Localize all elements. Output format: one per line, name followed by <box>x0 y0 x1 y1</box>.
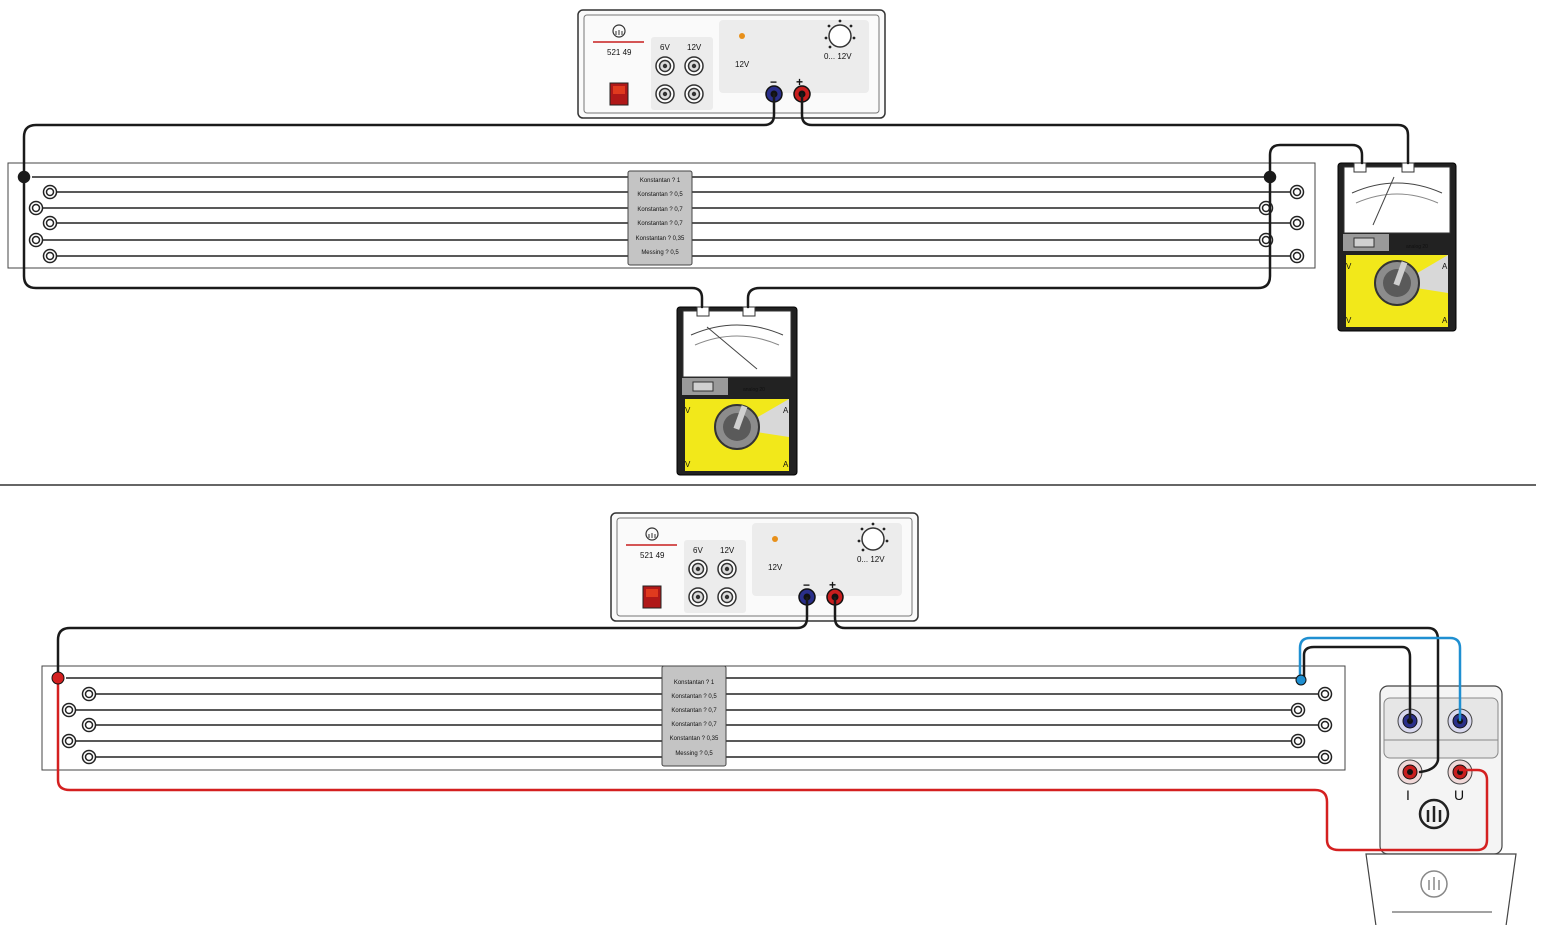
power-supply-model: 521 49 <box>640 551 665 560</box>
current-label: I <box>1406 787 1410 803</box>
meter-brand: analog 20 <box>743 387 765 393</box>
v-label: V <box>685 460 691 469</box>
power-led <box>772 536 778 542</box>
voltage-knob[interactable] <box>824 19 856 49</box>
wire-label-box: Konstantan ? 1 Konstantan ? 0,5 Konstant… <box>661 665 727 767</box>
power-led <box>739 33 745 39</box>
ammeter: analog 20 V V A A <box>676 306 798 476</box>
minus-label: − <box>803 578 810 592</box>
a-label: A <box>1442 262 1448 271</box>
sensor-input-red-right[interactable] <box>1447 759 1473 785</box>
wire-label: Konstantan ? 0,35 <box>670 736 719 742</box>
ac-6v-label: 6V <box>660 43 670 52</box>
wire-label: Konstantan ? 0,7 <box>671 708 717 714</box>
knob-range-label: 0... 12V <box>857 555 885 564</box>
wire-label: Konstantan ? 0,7 <box>671 722 717 728</box>
knob-range-label: 0... 12V <box>824 52 852 61</box>
sensor-box: I U <box>1365 685 1517 925</box>
cables-bottom <box>51 596 1489 852</box>
ld-logo-icon <box>1418 798 1450 830</box>
voltage-knob[interactable] <box>857 522 889 552</box>
a-label: A <box>1442 316 1448 325</box>
ac-12v-socket[interactable] <box>684 56 704 76</box>
wire-label: Konstantan ? 0,7 <box>637 207 683 213</box>
wire-label: Konstantan ? 0,7 <box>637 221 683 227</box>
wire-label: Messing ? 0,5 <box>675 751 713 757</box>
meter-input-sockets[interactable] <box>1353 162 1415 173</box>
voltmeter: analog 20 V V A A <box>1337 162 1457 332</box>
wire-label: Konstantan ? 0,5 <box>637 192 683 198</box>
dc-output-label: 12V <box>735 60 750 69</box>
wire-board: Konstantan ? 1 Konstantan ? 0,5 Konstant… <box>7 162 1316 269</box>
wire-label: Messing ? 0,5 <box>641 250 679 256</box>
meter-brand: analog 20 <box>1406 244 1428 250</box>
plus-label: + <box>829 578 836 592</box>
sensor-input-red-left[interactable] <box>1397 759 1423 785</box>
a-label: A <box>783 460 789 469</box>
ac-12v-socket-2[interactable] <box>717 587 737 607</box>
wire-label-box: Konstantan ? 1 Konstantan ? 0,5 Konstant… <box>627 170 693 266</box>
setup-top: 521 49 6V 12V 12V 0... 12V − + <box>7 9 1457 476</box>
voltage-label: U <box>1454 787 1464 803</box>
v-label: V <box>1346 316 1352 325</box>
plus-label: + <box>796 75 803 89</box>
setup-bottom: 521 49 6V 12V 12V 0... 12V − + <box>41 512 1517 925</box>
ld-logo-icon <box>1420 870 1448 898</box>
wire-label: Konstantan ? 1 <box>640 178 681 184</box>
wire-board: Konstantan ? 1 Konstantan ? 0,5 Konstant… <box>41 665 1346 771</box>
ac-6v-socket-2[interactable] <box>655 84 675 104</box>
v-label: V <box>685 406 691 415</box>
wire-label: Konstantan ? 0,5 <box>671 694 717 700</box>
wire-label: Konstantan ? 0,35 <box>636 236 685 242</box>
ac-12v-label: 12V <box>720 546 735 555</box>
ac-6v-socket[interactable] <box>655 56 675 76</box>
ac-6v-label: 6V <box>693 546 703 555</box>
v-label: V <box>1346 262 1352 271</box>
ac-12v-label: 12V <box>687 43 702 52</box>
power-supply-model: 521 49 <box>607 48 632 57</box>
minus-label: − <box>770 75 777 89</box>
ac-12v-socket-2[interactable] <box>684 84 704 104</box>
ac-12v-socket[interactable] <box>717 559 737 579</box>
power-supply: 521 49 6V 12V 12V 0... 12V − + <box>610 512 919 622</box>
cables-top <box>17 92 1410 309</box>
ac-6v-socket-2[interactable] <box>688 587 708 607</box>
dc-output-label: 12V <box>768 563 783 572</box>
power-supply: 521 49 6V 12V 12V 0... 12V − + <box>577 9 886 119</box>
ac-6v-socket[interactable] <box>688 559 708 579</box>
wire-label: Konstantan ? 1 <box>674 680 715 686</box>
a-label: A <box>783 406 789 415</box>
